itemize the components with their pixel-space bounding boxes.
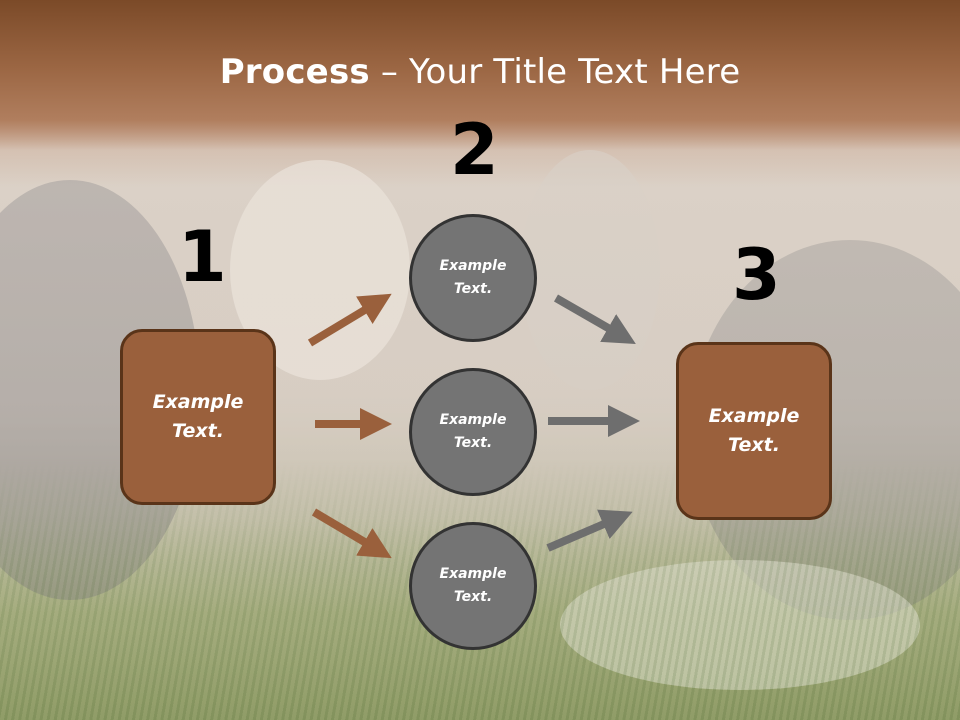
slide-title: Process – Your Title Text Here [0,52,960,92]
arrow-from-circle-bottom [546,509,633,552]
title-bold: Process [219,52,370,92]
arrow-to-circle-top [307,293,392,347]
left-box-text: Example Text. [152,391,244,442]
step-number-1: 1 [178,216,227,298]
title-band [0,0,960,150]
circle-middle[interactable]: Example Text. [409,368,537,496]
circle-bottom[interactable]: Example Text. [409,522,537,650]
step-number-2: 2 [450,109,499,191]
right-process-box[interactable]: Example Text. [676,342,832,520]
circle-top-text: Example Text. [439,258,507,297]
circle-bottom-text: Example Text. [439,566,507,605]
title-rest: – Your Title Text Here [369,52,741,92]
arrow-from-circle-top [554,294,636,344]
arrow-to-circle-bottom [311,508,392,559]
step-number-3: 3 [732,234,781,316]
right-box-text: Example Text. [708,405,800,456]
circle-middle-text: Example Text. [439,412,507,451]
circle-top[interactable]: Example Text. [409,214,537,342]
left-process-box[interactable]: Example Text. [120,329,276,505]
